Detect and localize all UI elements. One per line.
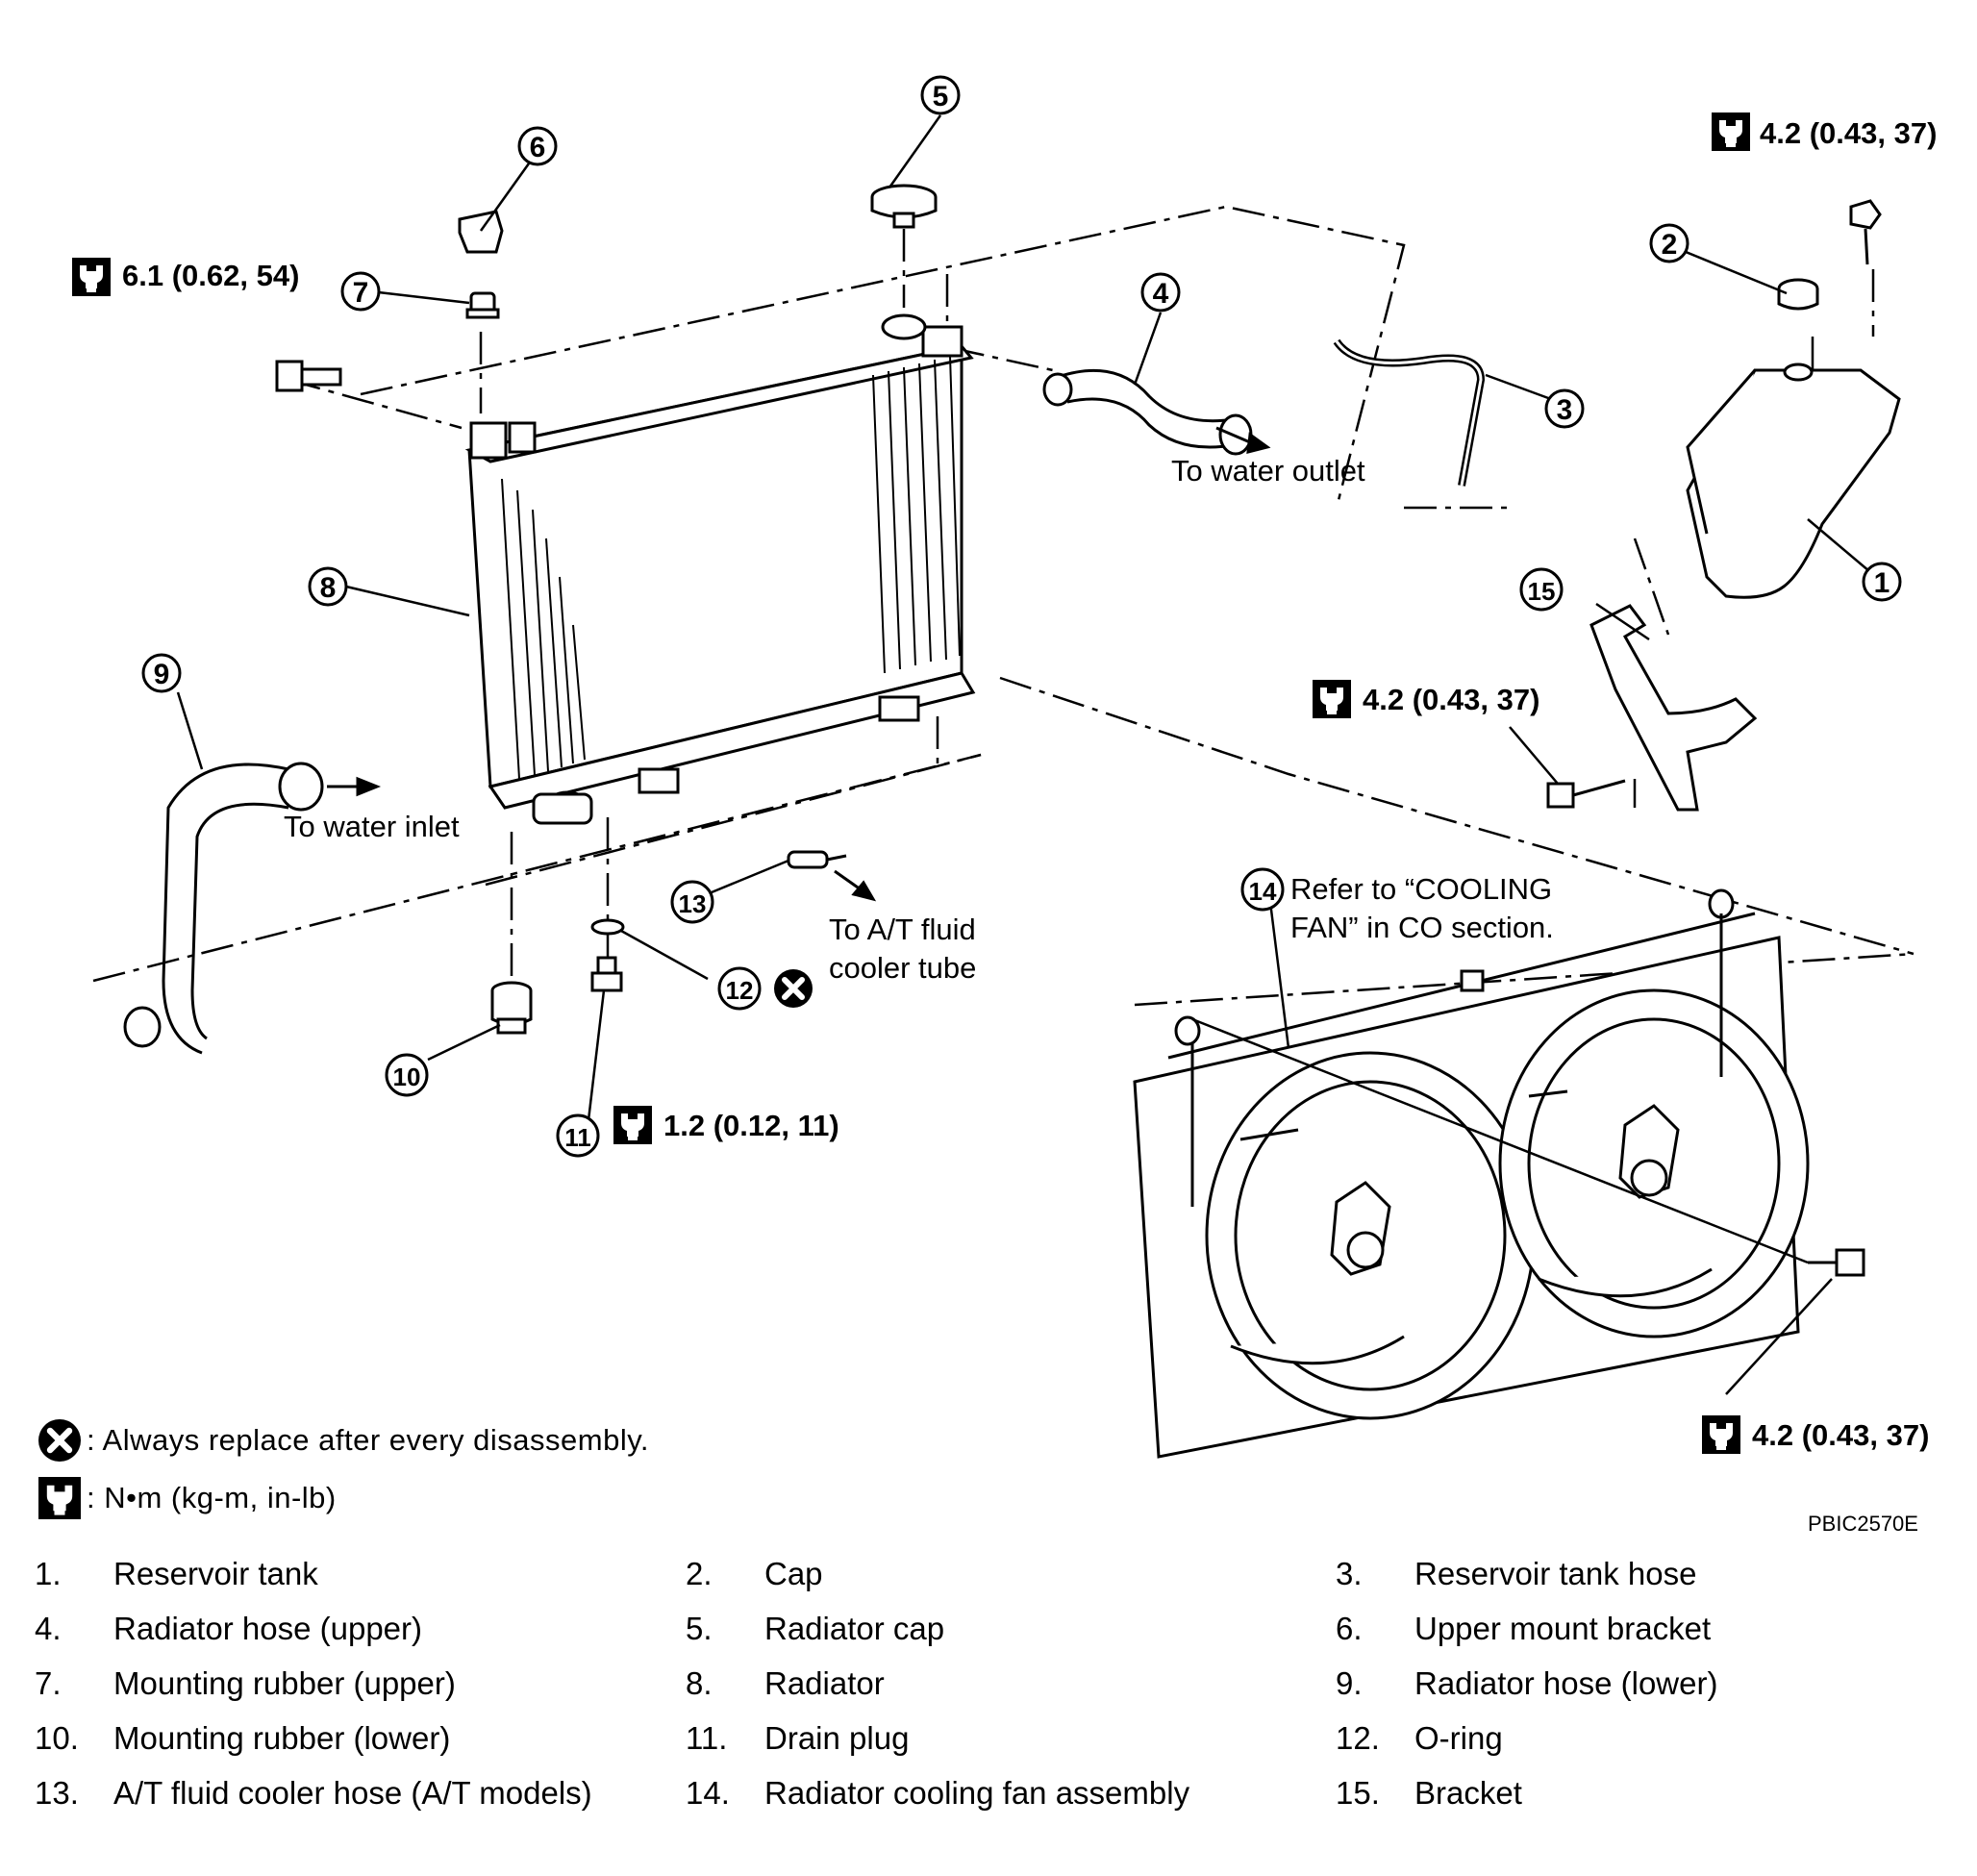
legend-torque-text: : N•m (kg-m, in-lb) xyxy=(87,1481,337,1514)
torque-spec-fan-bolt: 4.2 (0.43, 37) xyxy=(1702,1415,1929,1454)
o-ring xyxy=(590,918,625,936)
svg-text:1: 1 xyxy=(1874,567,1890,599)
drain-plug xyxy=(590,956,623,992)
part-item-15: 15.Bracket xyxy=(1336,1775,1522,1811)
part-item-2: 2.Cap xyxy=(686,1556,823,1591)
svg-text:4.2 (0.43, 37): 4.2 (0.43, 37) xyxy=(1363,683,1539,716)
wrench-icon xyxy=(613,1106,652,1144)
svg-text:10: 10 xyxy=(393,1063,421,1091)
radiator-cap xyxy=(870,184,938,229)
part-item-12: 12.O-ring xyxy=(1336,1720,1503,1756)
part-item-9: 9.Radiator hose (lower) xyxy=(1336,1665,1718,1701)
part-item-10: 10.Mounting rubber (lower) xyxy=(35,1720,451,1756)
svg-text:15: 15 xyxy=(1528,577,1556,606)
svg-text:8: 8 xyxy=(320,572,337,604)
parts-list: 1.Reservoir tank 2.Cap 3.Reservoir tank … xyxy=(35,1550,1948,1838)
callout-1: 1 xyxy=(1862,562,1902,602)
svg-text:4.2 (0.43, 37): 4.2 (0.43, 37) xyxy=(1752,1418,1929,1452)
callout-6: 6 xyxy=(517,126,558,166)
torque-spec-radiator-bolt: 6.1 (0.62, 54) xyxy=(72,258,299,296)
radiator-hose-lower xyxy=(162,763,289,1055)
svg-text:13: 13 xyxy=(679,889,707,918)
wrench-icon xyxy=(38,1477,81,1519)
svg-text:14: 14 xyxy=(1249,877,1277,906)
bracket xyxy=(1589,604,1758,812)
svg-text:4.2 (0.43, 37): 4.2 (0.43, 37) xyxy=(1760,116,1937,150)
wrench-icon xyxy=(1313,680,1351,718)
svg-text:6.1 (0.62, 54): 6.1 (0.62, 54) xyxy=(122,259,299,292)
svg-text:3: 3 xyxy=(1557,394,1573,426)
symbol-legend: : Always replace after every disassembly… xyxy=(38,1413,962,1538)
part-item-5: 5.Radiator cap xyxy=(686,1611,945,1646)
upper-mount-bracket xyxy=(458,210,504,254)
wrench-icon xyxy=(1712,113,1750,151)
part-item-8: 8.Radiator xyxy=(686,1665,885,1701)
radiator xyxy=(464,313,976,825)
callout-15: 15 xyxy=(1519,567,1564,612)
svg-text:9: 9 xyxy=(154,659,170,690)
part-item-11: 11.Drain plug xyxy=(686,1720,910,1756)
callout-11: 11 xyxy=(556,1113,600,1158)
part-item-7: 7.Mounting rubber (upper) xyxy=(35,1665,456,1701)
svg-text:1.2 (0.12, 11): 1.2 (0.12, 11) xyxy=(663,1109,839,1142)
bracket-screw xyxy=(1546,779,1626,809)
annotation-water-inlet: To water inlet xyxy=(284,810,460,843)
svg-text:2: 2 xyxy=(1662,229,1678,261)
svg-text:4: 4 xyxy=(1153,278,1169,310)
svg-text:6: 6 xyxy=(530,132,546,163)
svg-text:11: 11 xyxy=(564,1123,591,1152)
part-item-14: 14.Radiator cooling fan assembly xyxy=(686,1775,1190,1811)
radiator-cooling-fan-assembly xyxy=(1133,888,1865,1459)
part-item-6: 6.Upper mount bracket xyxy=(1336,1611,1712,1646)
legend-replace-text: : Always replace after every disassembly… xyxy=(87,1423,650,1457)
callout-2: 2 xyxy=(1649,223,1689,263)
wrench-icon xyxy=(1702,1415,1740,1454)
callout-13: 13 xyxy=(670,880,714,924)
callout-3: 3 xyxy=(1544,388,1585,429)
radiator-hose-upper xyxy=(1057,368,1227,423)
svg-text:5: 5 xyxy=(933,81,949,113)
radiator-bolt xyxy=(275,360,342,392)
callout-8: 8 xyxy=(308,566,348,607)
annotation-at-fluid-line2: cooler tube xyxy=(829,951,976,985)
callout-4: 4 xyxy=(1140,272,1181,313)
legend-torque-row: : N•m (kg-m, in-lb) xyxy=(38,1471,337,1525)
direction-arrows xyxy=(327,426,1271,902)
part-item-1: 1.Reservoir tank xyxy=(35,1556,318,1591)
callout-9: 9 xyxy=(141,653,182,693)
annotation-at-fluid-line1: To A/T fluid xyxy=(829,913,976,946)
legend-replace-row: : Always replace after every disassembly… xyxy=(38,1413,649,1467)
callout-12: 12 xyxy=(717,966,762,1011)
dashed-reference-lines xyxy=(92,205,1914,1007)
leader-lines xyxy=(176,114,1883,1395)
svg-text:7: 7 xyxy=(353,277,369,309)
torque-spec-reservoir: 4.2 (0.43, 37) xyxy=(1712,113,1937,151)
svg-text:12: 12 xyxy=(726,976,754,1005)
callout-14: 14 xyxy=(1240,867,1285,912)
reservoir-tank xyxy=(1686,363,1901,599)
callout-numbers: 1 2 3 4 5 6 7 8 9 10 11 12 13 14 15 xyxy=(141,75,1902,1158)
annotation-refer-line2: FAN” in CO section. xyxy=(1290,911,1554,944)
at-fluid-cooler-hose xyxy=(787,850,847,869)
torque-spec-bracket-bolt: 4.2 (0.43, 37) xyxy=(1313,680,1539,718)
always-replace-icon xyxy=(38,1419,81,1462)
wrench-icon xyxy=(72,258,111,296)
part-item-4: 4.Radiator hose (upper) xyxy=(35,1611,423,1646)
reservoir-cap xyxy=(1777,278,1819,311)
callout-7: 7 xyxy=(340,271,381,312)
annotation-refer-line1: Refer to “COOLING xyxy=(1290,872,1552,906)
mounting-rubber-upper xyxy=(465,291,500,319)
always-replace-icon xyxy=(774,969,813,1008)
part-item-3: 3.Reservoir tank hose xyxy=(1336,1556,1697,1591)
torque-spec-drain-plug: 1.2 (0.12, 11) xyxy=(613,1106,839,1144)
figure-code: PBIC2570E xyxy=(1808,1512,1918,1536)
callout-10: 10 xyxy=(385,1053,429,1097)
annotation-water-outlet: To water outlet xyxy=(1171,454,1365,488)
part-item-13: 13.A/T fluid cooler hose (A/T models) xyxy=(35,1775,592,1811)
callout-5: 5 xyxy=(920,75,961,115)
reservoir-screw xyxy=(1849,199,1882,265)
mounting-rubber-lower xyxy=(490,981,533,1035)
